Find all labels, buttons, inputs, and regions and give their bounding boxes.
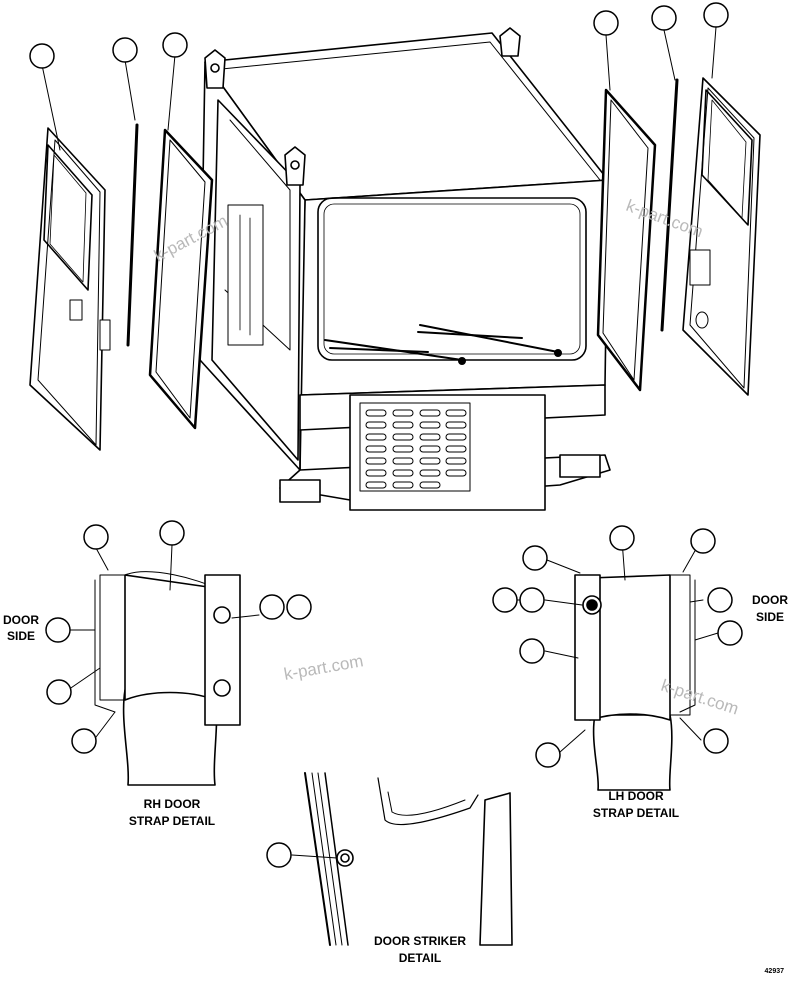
striker-detail-title-line1: DOOR STRIKER [374,934,466,948]
callout-balloon [159,520,185,546]
rh-door [29,127,106,451]
striker-bracket [479,792,513,946]
callout-balloon [45,617,71,643]
door-striker-detail [304,772,513,946]
callout-balloon [162,32,188,58]
callout-balloon [492,587,518,613]
callout-balloon [83,524,109,550]
striker-bolt [336,849,354,867]
striker-detail-title-line2: DETAIL [399,951,441,965]
callout-balloon [703,2,729,28]
callout-balloon [690,528,716,554]
callout-balloon [609,525,635,551]
cab-front-face [299,179,609,396]
lh-door-seal-strip [660,78,679,332]
callout-balloons [29,2,743,868]
callout-balloon [29,43,55,69]
rh-strap-tube [122,689,218,786]
lh-glass [596,88,657,392]
cab-body [199,27,611,511]
louver-slots [365,409,467,489]
rh-door-seal-strip [126,123,139,347]
labels: DOOR SIDE DOOR SIDE RH DOOR STRAP DETAIL… [3,593,788,975]
lh-strap-detail [574,574,696,791]
callout-balloon [71,728,97,754]
lh-strap-detail-title-line1: LH DOOR [608,789,664,803]
door-side-label-left-line1: DOOR [3,613,39,627]
watermark-3: k-part.com [282,651,364,684]
rh-strap-detail-title-line1: RH DOOR [144,797,201,811]
rh-strap-detail [94,571,241,786]
callout-balloon [535,742,561,768]
rh-door-window [43,144,93,291]
callout-balloon [703,728,729,754]
lh-strap-detail-title-line2: STRAP DETAIL [593,806,679,820]
callout-balloon [519,587,545,613]
callout-balloon [522,545,548,571]
door-side-label-right-line1: DOOR [752,593,788,607]
door-side-label-left-line2: SIDE [7,629,35,643]
callout-balloon [593,10,619,36]
front-window [317,197,587,361]
callout-balloon [46,679,72,705]
rh-door-assembly [29,123,214,451]
callout-balloon [519,638,545,664]
lifting-eyes [204,27,521,186]
callout-balloon [259,594,285,620]
callout-balloon [717,620,743,646]
door-side-label-right-line2: SIDE [756,610,784,624]
drawing-code: 42937 [765,968,785,975]
callout-balloon [707,587,733,613]
lh-strap-tube [592,714,673,791]
rh-strap-bracket [204,574,241,726]
callout-balloon [651,5,677,31]
callout-balloon [112,37,138,63]
callout-balloon [286,594,312,620]
rh-door-glass [148,128,214,430]
lh-door-assembly [596,77,761,396]
callout-balloon [266,842,292,868]
rh-strap-detail-title-line2: STRAP DETAIL [129,814,215,828]
watermark-4: k-part.com [659,676,741,719]
lh-door-window [701,89,753,226]
wiper-arms [324,324,562,365]
